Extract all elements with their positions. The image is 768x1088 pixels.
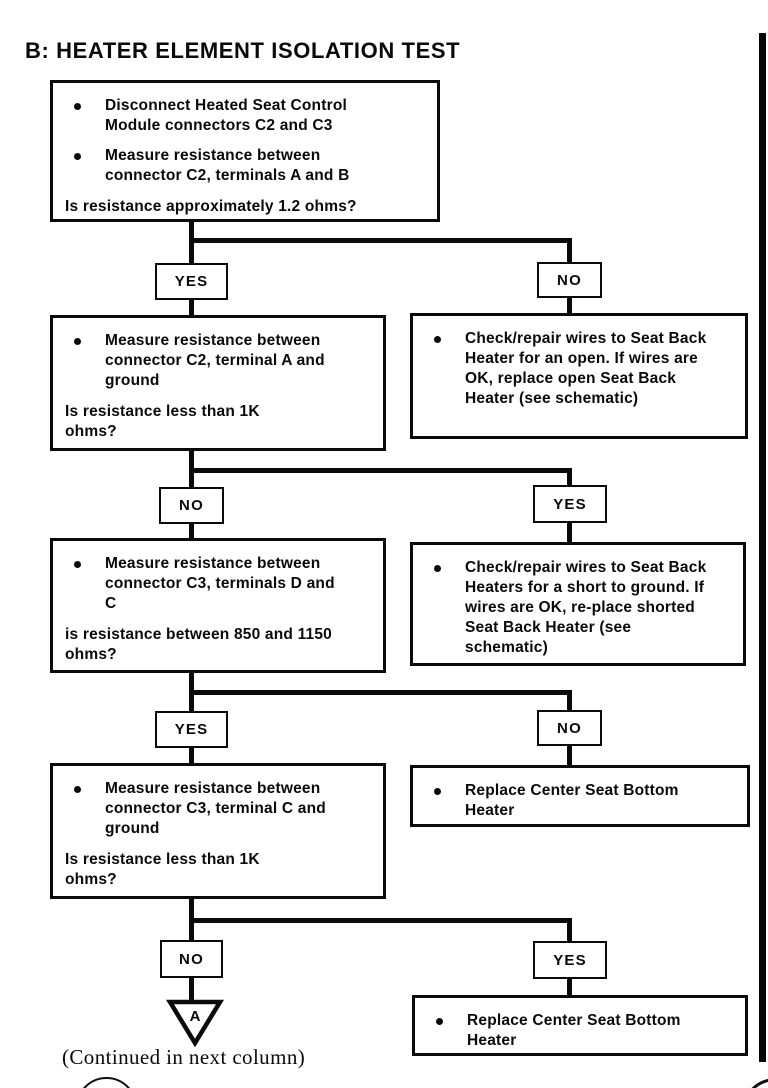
bullet-icon — [434, 565, 441, 572]
connector-line — [567, 920, 572, 942]
connector-line — [567, 470, 572, 486]
decision-box-step4: Measure resistance between connector C3,… — [50, 763, 386, 899]
bullet-item: Disconnect Heated Seat Control Module co… — [65, 96, 429, 136]
bullet-item: Check/repair wires to Seat Back Heaters … — [425, 558, 735, 658]
bullet-text: Measure resistance between connector C2,… — [105, 147, 350, 184]
connector-line — [189, 978, 194, 1003]
bullet-item: Replace Center Seat Bottom Heater — [427, 1011, 737, 1051]
connector-line — [189, 918, 572, 923]
branch4-label-yes: YES — [533, 941, 607, 979]
action-box-1: Check/repair wires to Seat Back Heater f… — [410, 313, 748, 439]
question-text: Is resistance less than 1K ohms? — [65, 403, 260, 440]
connector-line — [189, 468, 572, 473]
connector-line — [189, 748, 194, 763]
bullet-icon — [434, 788, 441, 795]
page-curl-circle-left — [76, 1077, 137, 1088]
action-text: Check/repair wires to Seat Back Heater f… — [465, 330, 707, 407]
bullet-icon — [74, 561, 81, 568]
bullet-item: Replace Center Seat Bottom Heater — [425, 781, 739, 821]
connector-line — [567, 240, 572, 263]
bullet-icon — [74, 338, 81, 345]
branch4-label-no: NO — [160, 940, 223, 978]
decision-box-step3: Measure resistance between connector C3,… — [50, 538, 386, 673]
connector-line — [567, 297, 572, 314]
bullet-item: Measure resistance between connector C3,… — [65, 779, 375, 839]
bullet-icon — [434, 336, 441, 343]
bullet-item: Measure resistance between connector C2,… — [65, 146, 429, 186]
action-text: Check/repair wires to Seat Back Heaters … — [465, 559, 707, 656]
connector-line — [567, 979, 572, 996]
action-text: Replace Center Seat Bottom Heater — [465, 782, 679, 819]
bullet-text: Disconnect Heated Seat Control Module co… — [105, 97, 347, 134]
decision-box-step1: Disconnect Heated Seat Control Module co… — [50, 80, 440, 222]
bullet-item: Measure resistance between connector C3,… — [65, 554, 375, 614]
branch3-label-no: NO — [537, 710, 602, 746]
bullet-icon — [74, 153, 81, 160]
bullet-icon — [74, 786, 81, 793]
connector-line — [189, 690, 572, 695]
branch1-label-no: NO — [537, 262, 602, 298]
branch1-label-yes: YES — [155, 263, 228, 300]
branch3-label-yes: YES — [155, 711, 228, 748]
bullet-item: Measure resistance between connector C2,… — [65, 331, 375, 391]
connector-line — [567, 692, 572, 711]
bullet-text: Measure resistance between connector C3,… — [105, 780, 326, 837]
branch2-label-yes: YES — [533, 485, 607, 523]
bullet-icon — [74, 103, 81, 110]
bullet-item: Check/repair wires to Seat Back Heater f… — [425, 329, 737, 409]
question-text: Is resistance less than 1K ohms? — [65, 851, 260, 888]
action-box-4: Replace Center Seat Bottom Heater — [412, 995, 748, 1056]
connector-line — [567, 523, 572, 542]
question-text: Is resistance approximately 1.2 ohms? — [65, 198, 357, 215]
decision-box-step2: Measure resistance between connector C2,… — [50, 315, 386, 451]
page-curl-circle-right — [741, 1078, 768, 1088]
action-box-2: Check/repair wires to Seat Back Heaters … — [410, 542, 746, 666]
connector-line — [189, 222, 194, 264]
connector-line — [189, 524, 194, 539]
scan-edge-bar — [759, 33, 766, 1062]
continued-note: (Continued in next column) — [62, 1045, 306, 1069]
bullet-text: Measure resistance between connector C2,… — [105, 332, 325, 389]
action-text: Replace Center Seat Bottom Heater — [467, 1012, 681, 1049]
bullet-icon — [436, 1018, 443, 1025]
connector-line — [189, 299, 194, 316]
bullet-text: Measure resistance between connector C3,… — [105, 555, 335, 612]
offpage-connector-a-icon: A — [165, 999, 225, 1047]
question-text: is resistance between 850 and 1150 ohms? — [65, 626, 333, 663]
branch2-label-no: NO — [159, 487, 224, 524]
action-box-3: Replace Center Seat Bottom Heater — [410, 765, 750, 827]
page-title: B: HEATER ELEMENT ISOLATION TEST — [25, 38, 461, 63]
offpage-connector-label: A — [190, 1008, 201, 1025]
connector-line — [189, 238, 572, 243]
connector-line — [567, 746, 572, 765]
